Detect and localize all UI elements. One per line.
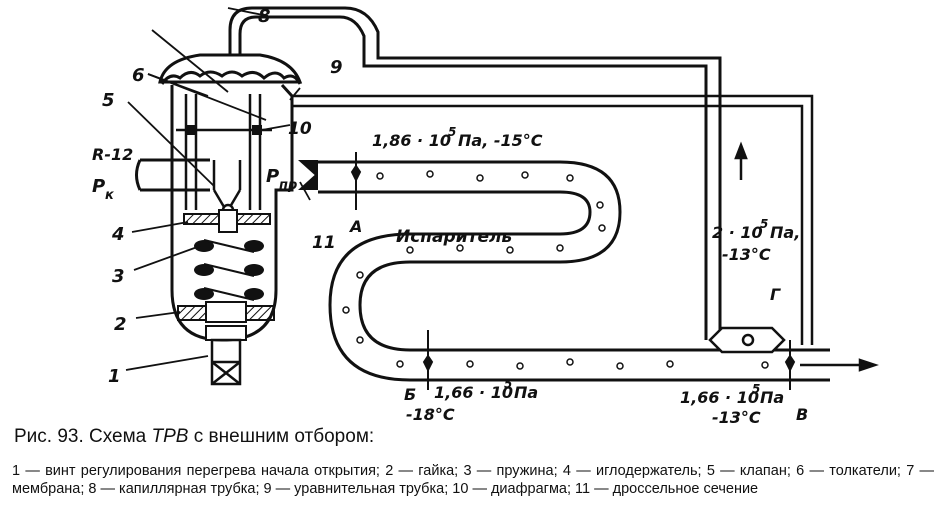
evaporator-bubbles (342, 170, 769, 370)
state-v-unit: Па (760, 388, 784, 407)
legend-item: 8 — капиллярная трубка; (88, 481, 260, 497)
ppr-label: P (266, 166, 279, 187)
legend-item: 11 — дроссельное сечение (575, 481, 759, 497)
state-v-exp: 5 (752, 382, 760, 396)
state-v-temp: -13°С (712, 408, 761, 427)
label-3: 3 (112, 266, 125, 287)
legend-item: 10 — диафрагма; (452, 481, 571, 497)
throttle-section (298, 160, 318, 190)
equalizing-tube (292, 94, 814, 345)
inlet-pipe (135, 158, 210, 192)
adjusting-screw (210, 338, 242, 386)
evaporator-coil (318, 160, 830, 382)
legend-item: 3 — пружина; (463, 463, 558, 479)
ppr-subscript: пр (279, 178, 297, 193)
pk-label: P (92, 176, 105, 197)
pk-subscript: к (105, 188, 115, 203)
label-6: 6 (132, 65, 145, 86)
state-a-exp: 5 (448, 125, 456, 139)
legend-item: 6 — толкатели; (796, 463, 901, 479)
state-a-value: 1,86 · 10 (372, 131, 451, 150)
valve-body (158, 53, 303, 342)
state-b-temp: -18°С (406, 405, 455, 424)
label-10: 10 (288, 119, 312, 139)
caption-suffix: с внешним отбором: (188, 426, 375, 447)
diaphragm (176, 125, 272, 135)
legend-item: 9 — уравнительная трубка; (263, 481, 449, 497)
state-b-pressure: 1,66 · 10 (434, 383, 513, 402)
label-9: 9 (330, 57, 343, 78)
spring (194, 240, 264, 300)
adjusting-nut (177, 301, 275, 341)
needle-holder (183, 209, 271, 233)
state-up-pressure: 2 · 10 (712, 223, 763, 242)
label-8: 8 (258, 6, 271, 27)
measure-point-b (422, 330, 434, 390)
legend-item: 7 — мембрана; (12, 463, 935, 497)
label-2: 2 (114, 314, 127, 335)
state-a-rest: Па, -15°С (458, 131, 543, 150)
caption-prefix: Рис. 93. Схема (14, 426, 152, 447)
refrigerant-label: R-12 (92, 145, 133, 164)
state-v-pressure: 1,66 · 10 (680, 388, 759, 407)
legend-item: 5 — клапан; (706, 463, 791, 479)
state-up-unit: Па, (770, 223, 800, 242)
leader-lines (125, 7, 311, 371)
point-g-label: Г (770, 285, 781, 304)
point-v-label: В (796, 405, 808, 424)
legend-item: 4 — иглодержатель; (562, 463, 702, 479)
measure-point-a (350, 152, 362, 210)
label-11: 11 (312, 233, 336, 253)
label-1: 1 (108, 366, 121, 387)
state-up-temp: -13°С (722, 245, 771, 264)
upward-flow-arrow (734, 141, 748, 180)
label-4: 4 (111, 224, 125, 245)
legend-item: 2 — гайка; (385, 463, 459, 479)
state-up-exp: 5 (760, 217, 768, 231)
point-a-label: А (348, 217, 362, 236)
evaporator-label: Испаритель (396, 227, 512, 247)
figure-legend: 1 — винт регулирования перегрева начала … (12, 462, 934, 498)
capillary-tube (228, 6, 722, 340)
outlet-arrow (800, 358, 879, 372)
legend-item: 1 — винт регулирования перегрева начала … (12, 463, 380, 479)
thermal-bulb (708, 326, 786, 354)
label-5: 5 (102, 90, 115, 111)
caption-abbr: ТРВ (151, 426, 189, 447)
figure-caption: Рис. 93. Схема ТРВ с внешним отбором: (14, 426, 374, 448)
point-b-label: Б (404, 385, 416, 404)
state-b-exp: 5 (504, 377, 512, 391)
measure-point-v (784, 340, 796, 390)
state-b-unit: Па (514, 383, 538, 402)
